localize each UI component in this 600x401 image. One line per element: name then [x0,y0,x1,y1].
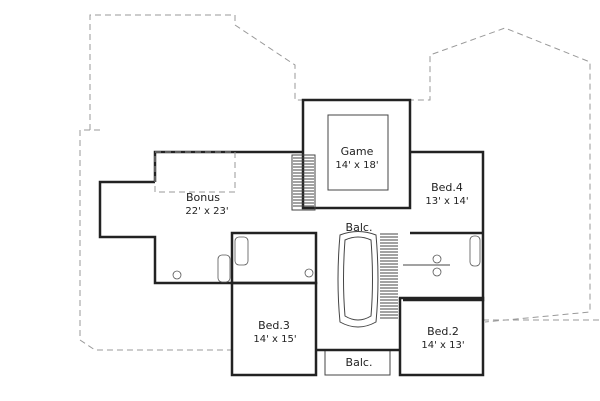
bed4-walls [403,150,485,302]
room-name-bed2: Bed.2 [427,325,459,338]
bed3-walls [230,281,318,377]
game-ceiling [327,114,389,191]
room-size-bed2: 14' x 13' [421,340,464,351]
sink-icon [432,254,442,264]
main-stair [380,233,398,319]
tub-icon [217,254,231,283]
sink-icon [432,267,442,277]
upper-stair [291,154,316,211]
room-size-bonus: 22' x 23' [185,206,228,217]
room-name-game: Game [341,145,374,158]
game-walls [301,98,412,210]
room-size-game: 14' x 18' [335,160,378,171]
bonus-ext [98,180,232,285]
room-size-bed4: 13' x 14' [425,196,468,207]
bed2-walls [398,296,485,377]
room-name-bonus: Bonus [186,191,220,204]
room-name-bed4: Bed.4 [431,181,463,194]
tub-icon [469,235,481,267]
room-name-bed3: Bed.3 [258,319,290,332]
room-size-bed3: 14' x 15' [253,334,296,345]
stair-rail [343,236,373,321]
sink-icon [304,268,314,278]
roof-outline-left [79,129,232,351]
bonus-walls [153,150,303,182]
balcony-lower-label: Balc. [346,356,373,369]
bonus-dash [154,151,236,193]
tub-icon [234,236,249,266]
balcony-upper-label: Balc. [346,221,373,234]
curved-stair [337,231,379,328]
sink-icon [172,270,182,280]
